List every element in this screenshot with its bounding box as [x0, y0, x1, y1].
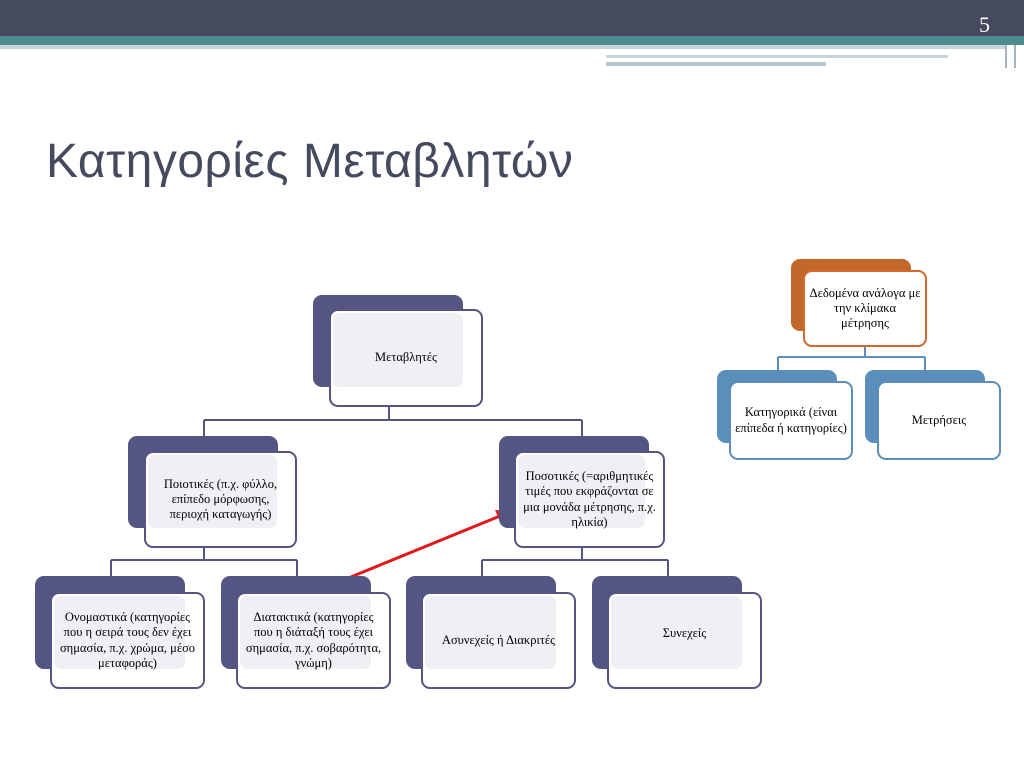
node-continuous-label: Συνεχείς — [662, 626, 707, 640]
node-nominal-label: Ονομαστικά (κατηγορίες που η σειρά τους … — [59, 610, 196, 670]
node-variables: Μεταβλητές — [313, 295, 483, 407]
slide-title: Κατηγορίες Μεταβλητών — [46, 135, 574, 188]
slide-number: 5 — [979, 12, 990, 37]
node-scale-data: Δεδομένα ανάλογα με την κλίμακα μέτρησης — [791, 259, 927, 347]
node-discrete-label: Ασυνεχείς ή Διακριτές — [441, 632, 556, 647]
header-decor-rail — [1014, 45, 1016, 68]
node-ordinal-label: Διατακτικά (κατηγορίες που η διάταξή του… — [245, 610, 382, 670]
node-quantitative-label: Ποσοτικές (=αριθμητικές τιμές που εκφράζ… — [523, 469, 656, 529]
node-quantitative: Ποσοτικές (=αριθμητικές τιμές που εκφράζ… — [499, 436, 666, 548]
node-measurements: Μετρήσεις — [865, 370, 1001, 460]
node-scale-data-label: Δεδομένα ανάλογα με την κλίμακα μέτρησης — [809, 285, 921, 331]
node-nominal: Ονομαστικά (κατηγορίες που η σειρά τους … — [35, 576, 205, 689]
node-categorical-label: Κατηγορικά (είναι επίπεδα ή κατηγορίες) — [735, 405, 847, 435]
header-decor-bar — [606, 62, 826, 66]
node-ordinal: Διατακτικά (κατηγορίες που η διάταξή του… — [221, 576, 391, 689]
node-variables-label: Μεταβλητές — [374, 350, 437, 365]
header-light-line — [0, 45, 1005, 49]
node-discrete: Ασυνεχείς ή Διακριτές — [406, 576, 576, 689]
node-qualitative: Ποιοτικές (π.χ. φύλλο, επίπεδο μόρφωσης,… — [128, 436, 298, 548]
header-decor-rail — [1005, 45, 1007, 68]
node-measurements-label: Μετρήσεις — [911, 412, 967, 427]
node-continuous: Συνεχείς — [592, 576, 762, 689]
header-bar — [0, 0, 1024, 36]
header-accent-line — [0, 36, 1024, 45]
header-decor-bar — [606, 55, 948, 58]
node-categorical: Κατηγορικά (είναι επίπεδα ή κατηγορίες) — [717, 370, 853, 460]
node-qualitative-label: Ποιοτικές (π.χ. φύλλο, επίπεδο μόρφωσης,… — [163, 476, 278, 522]
